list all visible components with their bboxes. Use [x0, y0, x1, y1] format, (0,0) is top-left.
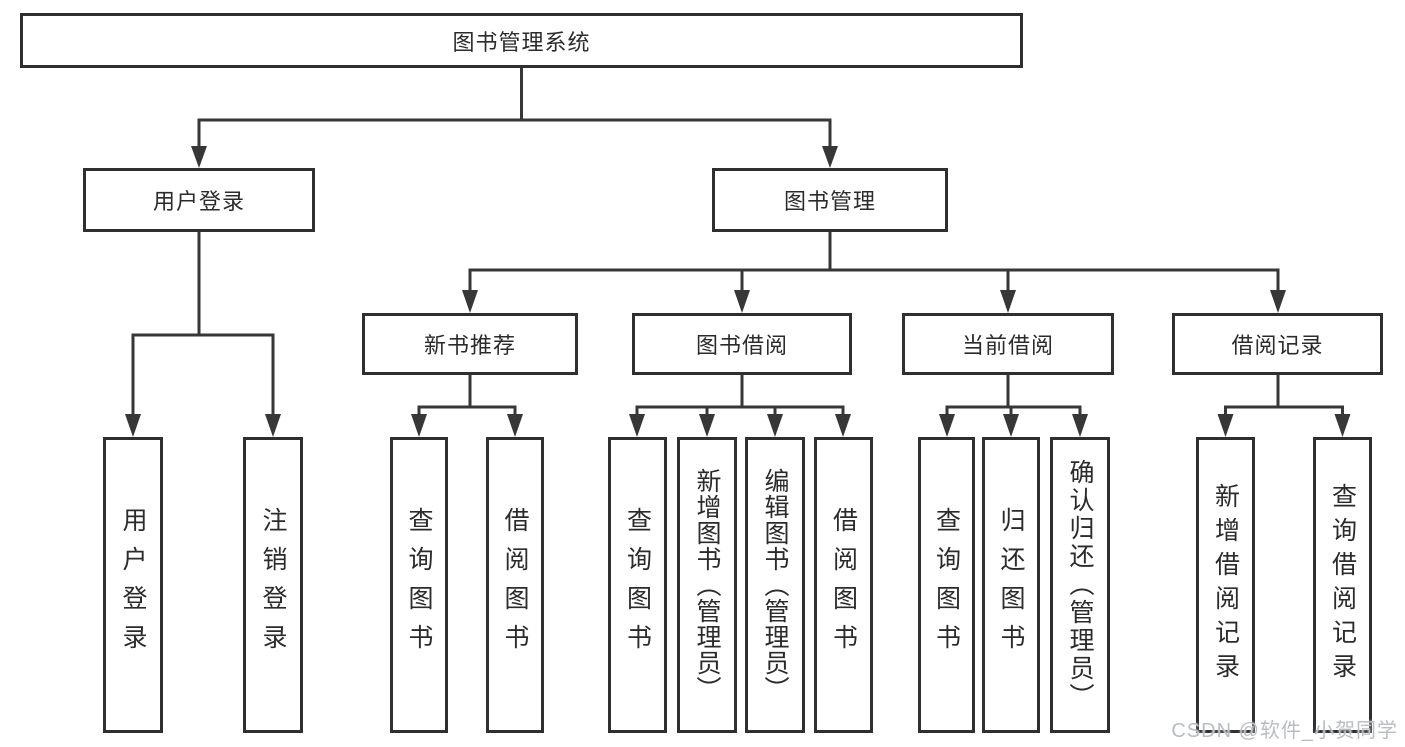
leaf-borrow-books-recommend: 借阅图书 [486, 437, 544, 733]
leaf-return-book: 归还图书 [982, 437, 1040, 733]
connector-new-book-recommend-to-leaves [411, 375, 523, 437]
leaf-query-books-borrow: 查询图书 [608, 437, 667, 733]
leaf-add-borrow-record: 新增借阅记录 [1196, 437, 1255, 733]
leaf-return-book-label: 归还图书 [997, 507, 1025, 663]
node-new-book-recommend: 新书推荐 [362, 313, 578, 375]
leaf-add-book-admin-label: 新增图书（管理员） [693, 468, 721, 702]
connector-book-management-to-level3 [462, 232, 1286, 313]
leaf-borrow-books-borrow: 借阅图书 [814, 437, 873, 733]
leaf-add-borrow-record-label: 新增借阅记录 [1211, 483, 1240, 687]
node-borrow-records-label: 借阅记录 [1231, 333, 1324, 358]
leaf-borrow-books-recommend-label: 借阅图书 [501, 507, 529, 663]
node-borrow-records: 借阅记录 [1172, 313, 1383, 375]
leaf-confirm-return-admin-label: 确认归还（管理员） [1066, 459, 1094, 711]
leaf-logout: 注销登录 [243, 437, 303, 733]
node-book-borrow: 图书借阅 [632, 313, 852, 375]
leaf-query-borrow-record: 查询借阅记录 [1313, 437, 1372, 733]
leaf-query-books-recommend: 查询图书 [390, 437, 448, 733]
connector-borrow-records-to-leaves [1217, 375, 1351, 437]
node-root: 图书管理系统 [20, 13, 1023, 68]
connector-root-to-level2 [191, 68, 838, 168]
leaf-add-book-admin: 新增图书（管理员） [677, 437, 737, 733]
node-new-book-recommend-label: 新书推荐 [423, 333, 516, 358]
connector-current-borrow-to-leaves [939, 375, 1088, 437]
node-user-login-label: 用户登录 [152, 189, 245, 214]
node-current-borrow-label: 当前借阅 [961, 333, 1054, 358]
leaf-borrow-books-borrow-label: 借阅图书 [829, 507, 858, 663]
csdn-watermark: CSDN @软件_小贺同学 [1171, 720, 1398, 742]
node-book-management-label: 图书管理 [783, 189, 876, 214]
connector-user-login-to-leaves [125, 232, 281, 437]
leaf-edit-book-admin-label: 编辑图书（管理员） [761, 468, 789, 702]
leaf-edit-book-admin: 编辑图书（管理员） [745, 437, 805, 733]
leaf-query-books-current-label: 查询图书 [932, 507, 961, 663]
leaf-user-login: 用户登录 [103, 437, 163, 733]
leaf-logout-label: 注销登录 [259, 507, 287, 663]
node-current-borrow: 当前借阅 [902, 313, 1114, 375]
leaf-user-login-label: 用户登录 [119, 507, 147, 663]
node-user-login: 用户登录 [83, 168, 315, 232]
node-root-label: 图书管理系统 [452, 29, 591, 55]
leaf-query-borrow-record-label: 查询借阅记录 [1328, 483, 1357, 687]
node-book-borrow-label: 图书借阅 [695, 333, 788, 358]
leaf-query-books-borrow-label: 查询图书 [623, 507, 652, 663]
node-book-management: 图书管理 [712, 168, 948, 232]
leaf-confirm-return-admin: 确认归还（管理员） [1050, 437, 1110, 733]
leaf-query-books-current: 查询图书 [918, 437, 975, 733]
leaf-query-books-recommend-label: 查询图书 [405, 507, 433, 663]
connector-book-borrow-to-leaves [629, 375, 851, 437]
